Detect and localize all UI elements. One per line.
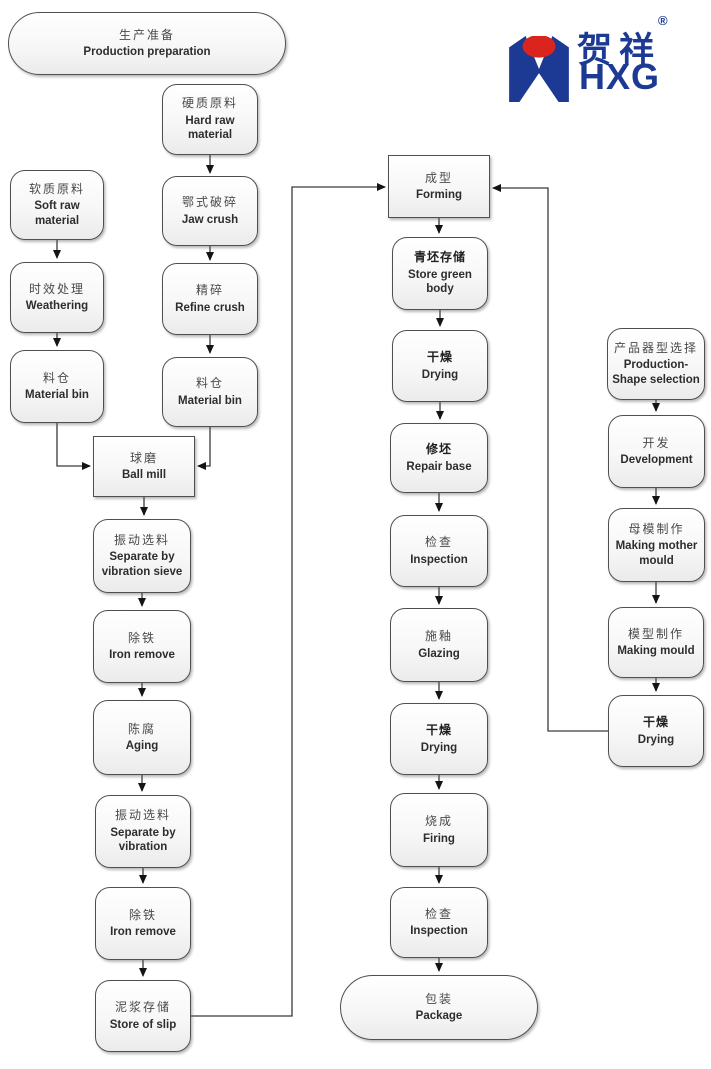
node-ball-mill-en: Ball mill	[121, 469, 167, 482]
node-inspection-1: 检查 Inspection	[390, 515, 488, 587]
node-soft-raw-material-en: Soft raw material	[34, 200, 80, 227]
node-material-bin-left-zh: 料仓	[42, 370, 71, 385]
node-separate-by-vibration-en: Separate by vibration	[110, 826, 176, 854]
node-aging-en: Aging	[125, 740, 159, 753]
connector-materialbinl-ballmill	[56, 423, 91, 470]
node-separate-by-vibration-sieve: 振动选料 Separate by vibration sieve	[93, 519, 191, 593]
brand-name-chinese: 贺祥	[577, 31, 662, 70]
node-iron-remove-1-zh: 除铁	[127, 630, 156, 645]
connector-storeslip-forming	[191, 183, 386, 1017]
node-drying-1-en: Drying	[421, 368, 459, 381]
node-aging: 陈腐 Aging	[93, 700, 191, 775]
node-forming-zh: 成型	[424, 170, 453, 185]
node-material-bin-right-en: Material bin	[178, 394, 242, 407]
node-firing-en: Firing	[423, 832, 455, 845]
hxg-logo-mark-icon	[509, 36, 569, 102]
node-package-en: Package	[415, 1010, 463, 1023]
node-making-mother-mould: 母模制作 Making mother mould	[608, 508, 705, 582]
node-firing-zh: 烧成	[424, 814, 453, 829]
node-weathering: 时效处理 Weathering	[10, 262, 104, 333]
node-repair-base-en: Repair base	[406, 460, 472, 473]
registered-trademark-icon: ®	[658, 13, 668, 28]
node-separate-by-vibration-zh: 振动选料	[114, 808, 171, 823]
node-iron-remove-1: 除铁 Iron remove	[93, 610, 191, 683]
node-iron-remove-2: 除铁 Iron remove	[95, 887, 191, 960]
node-product-shape-selection-zh: 产品器型选择	[613, 340, 698, 355]
node-repair-base: 修坯 Repair base	[390, 423, 488, 493]
node-ball-mill-zh: 球磨	[129, 450, 158, 465]
node-development-zh: 开发	[642, 435, 671, 450]
node-drying-1: 干燥 Drying	[392, 330, 488, 402]
node-refine-crush: 精碎 Refine crush	[162, 263, 258, 335]
node-store-of-slip-en: Store of slip	[109, 1018, 177, 1031]
node-aging-zh: 陈腐	[127, 721, 156, 736]
node-iron-remove-1-en: Iron remove	[109, 649, 175, 662]
node-package: 包装 Package	[340, 975, 538, 1040]
node-inspection-1-zh: 检查	[424, 535, 453, 550]
node-store-green-body-en: Store green body	[408, 268, 472, 296]
node-refine-crush-en: Refine crush	[175, 301, 245, 314]
node-jaw-crush: 鄂式破碎 Jaw crush	[162, 176, 258, 246]
node-iron-remove-2-zh: 除铁	[128, 907, 157, 922]
node-glazing-zh: 施釉	[424, 629, 453, 644]
node-soft-raw-material: 软质原料 Soft raw material	[10, 170, 104, 240]
node-separate-by-vibration: 振动选料 Separate by vibration	[95, 795, 191, 868]
node-separate-by-vibration-sieve-en: Separate by vibration sieve	[101, 551, 183, 578]
node-inspection-2-en: Inspection	[410, 925, 468, 938]
node-drying-3-en: Drying	[637, 733, 675, 746]
connector-materialbinr-ballmill	[197, 427, 211, 470]
node-drying-2: 干燥 Drying	[390, 703, 488, 775]
node-weathering-en: Weathering	[25, 300, 89, 313]
node-hard-raw-material-en: Hard raw material	[185, 114, 235, 142]
node-drying-1-zh: 干燥	[426, 350, 453, 365]
node-store-of-slip: 泥浆存储 Store of slip	[95, 980, 191, 1052]
node-making-mould: 模型制作 Making mould	[608, 607, 704, 678]
node-drying-2-zh: 干燥	[425, 723, 452, 738]
node-inspection-2-zh: 检查	[424, 906, 453, 921]
node-production-preparation: 生产准备 Production preparation	[8, 12, 286, 75]
node-store-green-body-zh: 青坯存储	[413, 250, 466, 265]
node-jaw-crush-zh: 鄂式破碎	[181, 195, 238, 210]
node-store-of-slip-zh: 泥浆存储	[114, 1000, 171, 1015]
node-forming: 成型 Forming	[388, 155, 490, 218]
node-product-shape-selection-en: Production-Shape selection	[612, 359, 700, 386]
node-drying-3: 干燥 Drying	[608, 695, 704, 767]
node-repair-base-zh: 修坯	[425, 442, 452, 457]
node-hard-raw-material-zh: 硬质原料	[181, 96, 238, 111]
node-material-bin-left-en: Material bin	[25, 389, 89, 402]
node-jaw-crush-en: Jaw crush	[181, 213, 239, 226]
node-drying-2-en: Drying	[420, 741, 458, 754]
node-making-mother-mould-zh: 母模制作	[628, 521, 685, 536]
node-refine-crush-zh: 精碎	[195, 283, 224, 298]
node-drying-3-zh: 干燥	[642, 715, 669, 730]
connector-drying3-forming	[492, 184, 608, 732]
brand-name-hxg: HXG	[579, 56, 661, 97]
node-glazing-en: Glazing	[418, 647, 460, 660]
node-making-mould-zh: 模型制作	[627, 626, 684, 641]
node-ball-mill: 球磨 Ball mill	[93, 436, 195, 497]
node-inspection-2: 检查 Inspection	[390, 887, 488, 958]
node-glazing: 施釉 Glazing	[390, 608, 488, 682]
node-production-preparation-en: Production preparation	[83, 46, 211, 59]
node-making-mould-en: Making mould	[617, 645, 695, 658]
node-product-shape-selection: 产品器型选择 Production-Shape selection	[607, 328, 705, 400]
node-production-preparation-zh: 生产准备	[118, 27, 175, 42]
node-package-zh: 包装	[424, 991, 453, 1006]
node-material-bin-left: 料仓 Material bin	[10, 350, 104, 423]
node-development-en: Development	[620, 454, 693, 467]
node-separate-by-vibration-sieve-zh: 振动选料	[113, 532, 170, 547]
node-store-green-body: 青坯存储 Store green body	[392, 237, 488, 310]
node-soft-raw-material-zh: 软质原料	[28, 181, 85, 196]
node-development: 开发 Development	[608, 415, 705, 488]
node-material-bin-right: 料仓 Material bin	[162, 357, 258, 427]
node-iron-remove-2-en: Iron remove	[110, 926, 176, 939]
node-material-bin-right-zh: 料仓	[195, 376, 224, 391]
node-inspection-1-en: Inspection	[410, 553, 468, 566]
node-weathering-zh: 时效处理	[28, 281, 85, 296]
node-firing: 烧成 Firing	[390, 793, 488, 867]
node-making-mother-mould-en: Making mother mould	[615, 540, 698, 567]
node-hard-raw-material: 硬质原料 Hard raw material	[162, 84, 258, 155]
node-forming-en: Forming	[416, 189, 462, 202]
